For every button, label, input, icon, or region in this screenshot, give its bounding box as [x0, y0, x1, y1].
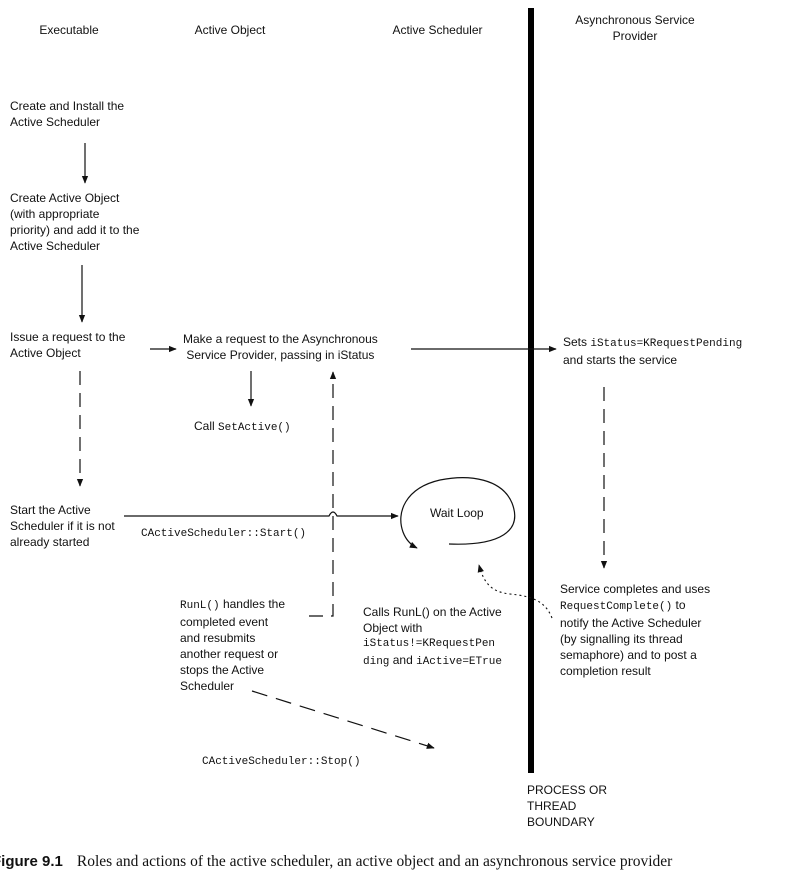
- step-create-active-object: Create Active Object (with appropriate p…: [10, 191, 140, 253]
- arrow-runl-to-stop: [251, 690, 435, 749]
- header-active-object: Active Object: [194, 23, 266, 37]
- step-create-install-scheduler: Create and Install the Active Scheduler: [10, 99, 125, 129]
- runl-handles-event: RunL() handles the completed event and r…: [180, 597, 285, 693]
- header-service-provider: Asynchronous Service Provider: [575, 13, 695, 43]
- start-call-label: CActiveScheduler::Start(): [141, 528, 307, 540]
- sets-istatus-label: Sets iStatus=KRequestPending and starts …: [563, 335, 743, 367]
- arrow-start-to-waitloop: [124, 511, 399, 520]
- signal-semaphore-dotted: [477, 564, 553, 619]
- step-start-scheduler: Start the Active Scheduler if it is not …: [10, 503, 115, 549]
- wait-loop-label: Wait Loop: [430, 506, 484, 520]
- step-issue-request: Issue a request to the Active Object: [10, 330, 126, 360]
- service-completes-label: Service completes and uses RequestComple…: [560, 582, 711, 678]
- header-active-scheduler: Active Scheduler: [392, 23, 483, 37]
- stop-call-label: CActiveScheduler::Stop(): [202, 756, 361, 768]
- header-executable: Executable: [39, 23, 99, 37]
- process-boundary-label: PROCESS OR THREAD BOUNDARY: [527, 783, 608, 829]
- request-to-service-provider: Make a request to the Asynchronous Servi…: [183, 332, 378, 362]
- calls-runl-label: Calls RunL() on the Active Object with i…: [363, 605, 502, 668]
- call-setactive: Call SetActive(): [194, 419, 291, 434]
- wait-loop-curve: [400, 477, 516, 549]
- resubmit-request-dashed: [309, 371, 337, 617]
